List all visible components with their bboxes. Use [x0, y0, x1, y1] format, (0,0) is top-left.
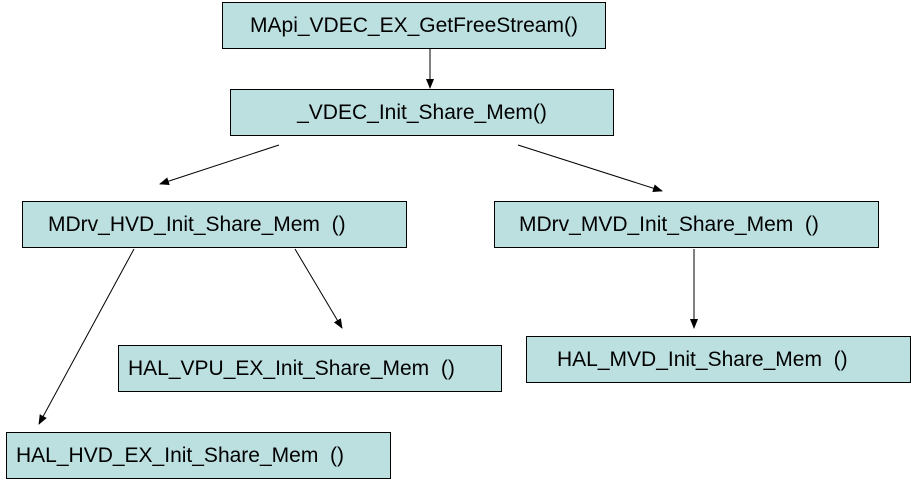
node-hal-hvd-ex-init-share-mem: HAL_HVD_EX_Init_Share_Mem ()	[6, 432, 391, 479]
node-label: MDrv_MVD_Init_Share_Mem ()	[519, 212, 819, 236]
node-vdec-init-share-mem: _VDEC_Init_Share_Mem()	[230, 89, 614, 136]
node-mdrv-mvd-init-share-mem: MDrv_MVD_Init_Share_Mem ()	[494, 201, 879, 248]
node-mdrv-hvd-init-share-mem: MDrv_HVD_Init_Share_Mem ()	[22, 201, 407, 248]
edge-mdrv-hvd-to-hal-vpu	[294, 248, 343, 329]
node-label: HAL_MVD_Init_Share_Mem ()	[557, 347, 848, 371]
edge-vdec-init-to-mdrv-mvd	[517, 144, 663, 193]
node-hal-mvd-init-share-mem: HAL_MVD_Init_Share_Mem ()	[526, 336, 911, 383]
edge-mdrv-hvd-to-hal-hvd	[38, 248, 135, 425]
node-label: HAL_VPU_EX_Init_Share_Mem ()	[128, 356, 455, 380]
node-label: _VDEC_Init_Share_Mem()	[297, 100, 547, 124]
node-hal-vpu-ex-init-share-mem: HAL_VPU_EX_Init_Share_Mem ()	[118, 345, 502, 392]
node-label: HAL_HVD_EX_Init_Share_Mem ()	[16, 443, 344, 467]
node-label: MDrv_HVD_Init_Share_Mem ()	[48, 212, 346, 236]
node-get-free-stream: MApi_VDEC_EX_GetFreeStream()	[222, 2, 606, 49]
edge-vdec-init-to-mdrv-hvd	[159, 144, 280, 185]
node-label: MApi_VDEC_EX_GetFreeStream()	[250, 13, 578, 37]
